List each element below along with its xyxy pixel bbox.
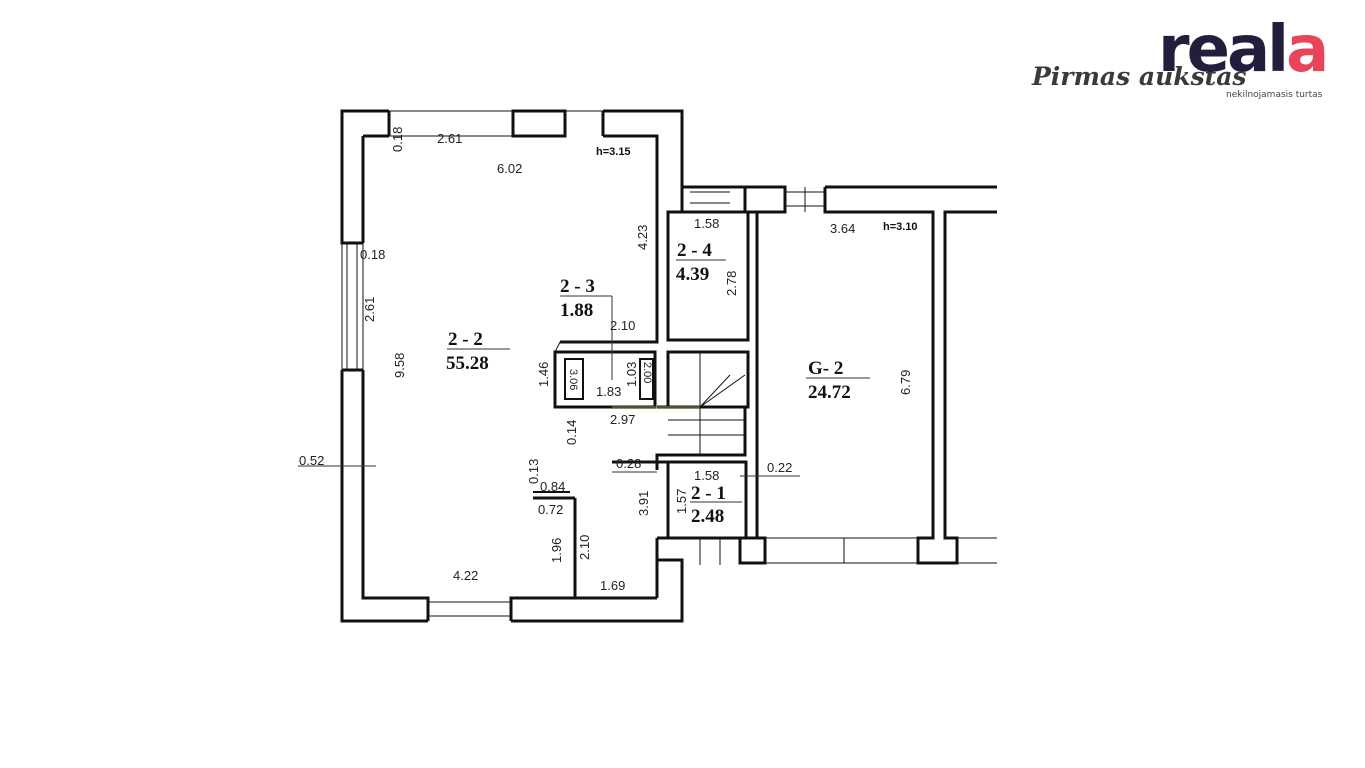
- room-area: 2.48: [691, 506, 724, 527]
- floor-title: Pirmas aukštas: [1032, 62, 1247, 91]
- dimension-label: 3.91: [636, 491, 651, 516]
- dimension-label: 0.52: [299, 453, 324, 468]
- room-id: 2 - 4: [677, 240, 712, 261]
- dimension-label: 0.14: [564, 420, 579, 445]
- room-labels: 2 - 2 55.28 2 - 3 1.88 2 - 4 4.39 2 - 1 …: [446, 240, 851, 527]
- dimension-label: 3.06: [567, 369, 579, 390]
- room-area: 55.28: [446, 353, 489, 374]
- logo-accent: a: [1286, 13, 1329, 87]
- dimension-label: 1.58: [694, 216, 719, 231]
- dimension-label: 2.61: [437, 131, 462, 146]
- height-label: h=3.10: [883, 221, 918, 233]
- dimension-label: 0.72: [538, 502, 563, 517]
- dimensions: 0.18 2.61 6.02 4.23 0.18 2.61 9.58 1.46 …: [299, 127, 913, 593]
- ceiling-heights: h=3.15 h=3.10: [596, 146, 918, 233]
- dimension-label: 1.58: [694, 468, 719, 483]
- walls: [340, 109, 997, 623]
- dimension-label: 0.28: [616, 456, 641, 471]
- room-area: 4.39: [676, 264, 709, 285]
- dimension-label: 2.00: [641, 362, 653, 383]
- dimension-label: 1.69: [600, 578, 625, 593]
- dimension-label: 0.22: [767, 460, 792, 475]
- dimension-leaders: [298, 259, 870, 503]
- room-id: 2 - 3: [560, 276, 595, 297]
- logo-tagline: nekilnojamasis turtas: [1226, 90, 1323, 100]
- dimension-label: 3.64: [830, 221, 855, 236]
- room-id: 2 - 2: [448, 329, 483, 350]
- dimension-label: 1.46: [536, 362, 551, 387]
- height-label: h=3.15: [596, 146, 631, 158]
- dimension-label: 4.22: [453, 568, 478, 583]
- dimension-label: 9.58: [392, 353, 407, 378]
- dimension-label: 2.10: [577, 535, 592, 560]
- room-id: 2 - 1: [691, 483, 726, 504]
- dimension-label: 2.78: [724, 271, 739, 296]
- dimension-label: 2.61: [362, 297, 377, 322]
- dimension-label: 6.02: [497, 161, 522, 176]
- dimension-label: 0.18: [360, 247, 385, 262]
- room-id: G- 2: [808, 358, 843, 379]
- dimension-label: 0.18: [390, 127, 405, 152]
- room-area: 24.72: [808, 382, 851, 403]
- dimension-label: 2.97: [610, 412, 635, 427]
- dimension-label: 6.79: [898, 370, 913, 395]
- dimension-label: 0.13: [526, 459, 541, 484]
- dimension-label: 0.84: [540, 479, 565, 494]
- reala-logo: reala: [1158, 18, 1329, 82]
- dimension-label: 2.10: [610, 318, 635, 333]
- dimension-label: 1.03: [624, 362, 639, 387]
- dimension-label: 4.23: [635, 225, 650, 250]
- dimension-label: 1.96: [549, 538, 564, 563]
- dimension-label: 1.83: [596, 384, 621, 399]
- logo-text: real: [1158, 13, 1289, 87]
- dimension-label: 1.57: [674, 489, 689, 514]
- room-area: 1.88: [560, 300, 593, 321]
